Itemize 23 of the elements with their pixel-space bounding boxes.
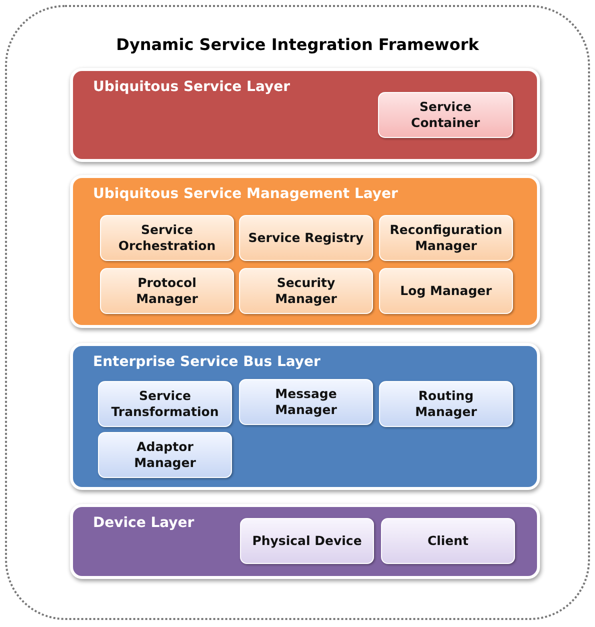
component-box: Adaptor Manager bbox=[98, 432, 232, 478]
framework-frame bbox=[5, 5, 590, 620]
component-box: Service Registry bbox=[239, 215, 373, 261]
component-box: Security Manager bbox=[239, 268, 373, 314]
framework-title: Dynamic Service Integration Framework bbox=[115, 35, 480, 54]
component-box: Message Manager bbox=[239, 379, 373, 425]
layer-title: Ubiquitous Service Layer bbox=[93, 79, 290, 95]
component-box: Physical Device bbox=[240, 518, 374, 564]
layer-panel bbox=[70, 504, 540, 579]
component-box: Log Manager bbox=[379, 268, 513, 314]
layer-panel bbox=[70, 175, 540, 328]
layer-title: Enterprise Service Bus Layer bbox=[93, 354, 320, 370]
layer-title: Device Layer bbox=[93, 515, 194, 531]
component-box: Reconfiguration Manager bbox=[379, 215, 513, 261]
layer-panel bbox=[70, 68, 540, 162]
layer-title: Ubiquitous Service Management Layer bbox=[93, 186, 398, 202]
component-box: Client bbox=[381, 518, 515, 564]
component-box: Protocol Manager bbox=[100, 268, 234, 314]
component-box: Routing Manager bbox=[379, 381, 513, 427]
component-box: Service Orchestration bbox=[100, 215, 234, 261]
component-box: Service Container bbox=[378, 92, 513, 138]
layer-panel bbox=[70, 343, 540, 490]
component-box: Service Transformation bbox=[98, 381, 232, 427]
